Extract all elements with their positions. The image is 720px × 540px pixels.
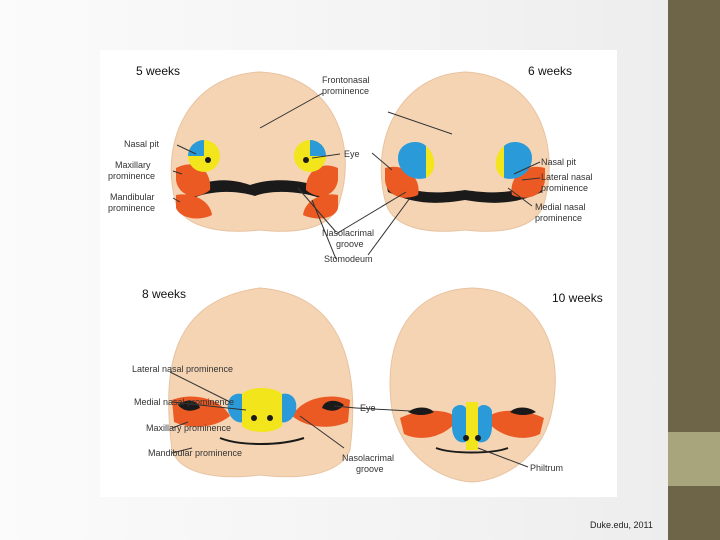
lateral-nasal-right-10w (478, 405, 492, 443)
nostril-right-10w (475, 435, 481, 441)
eye-right-10w (510, 407, 536, 415)
label-med-nasal-8w: Medial nasal prominence (134, 397, 234, 407)
leader-eye-5w (311, 153, 341, 159)
nostril-left-10w (463, 435, 469, 441)
lateral-nasal-right-8w (280, 393, 297, 423)
label-nasolacrimal-1: Nasolacrimal (322, 228, 374, 238)
figure-svg: 5 weeks 6 weeks 8 weeks (100, 50, 617, 497)
mouth-10w (435, 447, 509, 454)
eye-right-8w (322, 400, 344, 411)
label-mandibular-2: prominence (108, 203, 155, 213)
leader-lines (169, 92, 541, 468)
label-mandibular-1: Mandibular (110, 192, 155, 202)
leader-stomodeum-6w (367, 197, 411, 256)
panel-title-5-weeks: 5 weeks (136, 64, 180, 78)
facial-development-figure: 5 weeks 6 weeks 8 weeks (100, 50, 617, 497)
maxillary-right-5w (305, 165, 338, 197)
label-lateral-nasal-2: prominence (541, 183, 588, 193)
lateral-nasal-left-6w (398, 142, 426, 179)
label-max-8w: Maxillary prominence (146, 423, 231, 433)
leader-eye-8w (333, 405, 357, 409)
leader-frontonasal-6w (387, 111, 453, 135)
mandibular-left-5w (176, 194, 212, 219)
maxillary-right-10w (486, 410, 544, 438)
image-credit: Duke.edu, 2011 (590, 520, 653, 530)
nostril-right-8w (267, 415, 273, 421)
leader-med-nasal-8w (171, 401, 247, 411)
leader-eye-6w (371, 152, 393, 171)
label-nasal-pit: Nasal pit (124, 139, 160, 149)
embryo-head-8w (168, 287, 354, 478)
stomodeum-5w (185, 180, 330, 200)
mouth-8w (219, 437, 305, 445)
leader-frontonasal-5w (259, 92, 324, 129)
decorative-side-accent (668, 432, 720, 486)
label-frontonasal-2: prominence (322, 86, 369, 96)
panel-8-weeks: 8 weeks (142, 287, 354, 478)
embryo-head-6w (380, 71, 550, 232)
label-maxillary-2: prominence (108, 171, 155, 181)
maxillary-left-10w (400, 410, 458, 438)
leader-nasolacrimal-5w (297, 187, 337, 233)
panel-10-weeks: 10 weeks (389, 287, 603, 483)
panel-title-6-weeks: 6 weeks (528, 64, 572, 78)
eye-left-10w (408, 407, 434, 415)
label-nasolacrimal-8w-1: Nasolacrimal (342, 453, 394, 463)
leader-lat-nasal-8w (169, 371, 231, 403)
label-eye: Eye (344, 149, 360, 159)
label-lateral-nasal-1: Lateral nasal (541, 172, 593, 182)
nasal-pit-right-5w (303, 157, 309, 163)
label-eye-8w: Eye (360, 403, 376, 413)
label-philtrum: Philtrum (530, 463, 563, 473)
label-group: Frontonasal prominence Nasal pit Maxilla… (108, 75, 593, 474)
leader-nasolacrimal-8w (299, 415, 345, 449)
leader-mandibular-5w (172, 197, 181, 203)
label-nasolacrimal-2: groove (336, 239, 364, 249)
label-nasolacrimal-8w-2: groove (356, 464, 384, 474)
medial-nasal-right-6w (495, 146, 504, 178)
mandibular-right-5w (303, 194, 338, 219)
leader-max-8w (171, 421, 189, 429)
stomodeum-6w (385, 178, 545, 203)
panel-title-8-weeks: 8 weeks (142, 287, 186, 301)
maxillary-left-5w (176, 164, 211, 197)
label-frontonasal-1: Frontonasal (322, 75, 370, 85)
panel-5-weeks: 5 weeks (136, 64, 346, 232)
label-maxillary-1: Maxillary (115, 160, 151, 170)
leader-medial-nasal-6w (507, 187, 533, 207)
medial-nasal-left-6w (426, 146, 435, 178)
label-stomodeum: Stomodeum (324, 254, 373, 264)
leader-nasal-pit-5w (176, 144, 197, 155)
leader-nasolacrimal-6w (335, 191, 407, 235)
leader-philtrum-10w (477, 447, 529, 468)
label-lat-nasal-8w: Lateral nasal prominence (132, 364, 233, 374)
label-medial-nasal-1: Medial nasal (535, 202, 586, 212)
medial-nasal-8w (242, 388, 282, 432)
prominence-blue-right-5w (310, 140, 326, 156)
panel-title-10-weeks: 10 weeks (552, 291, 603, 305)
nostril-left-8w (251, 415, 257, 421)
lateral-nasal-right-6w (504, 142, 532, 179)
leader-stomodeum-5w (311, 199, 337, 260)
lateral-nasal-left-10w (452, 405, 466, 443)
nasal-pit-left-5w (205, 157, 211, 163)
lateral-nasal-left-8w (227, 393, 244, 423)
label-nasal-pit-6w: Nasal pit (541, 157, 577, 167)
philtrum-region-10w (466, 402, 478, 450)
label-mand-8w: Mandibular prominence (148, 448, 242, 458)
leader-lateral-nasal-6w (521, 177, 541, 181)
leader-maxillary-5w (172, 170, 183, 175)
panel-6-weeks: 6 weeks (380, 64, 572, 232)
leader-nasal-pit-6w (513, 161, 541, 175)
leader-mand-8w (171, 447, 193, 454)
leader-eye-10w (355, 407, 411, 412)
label-medial-nasal-2: prominence (535, 213, 582, 223)
